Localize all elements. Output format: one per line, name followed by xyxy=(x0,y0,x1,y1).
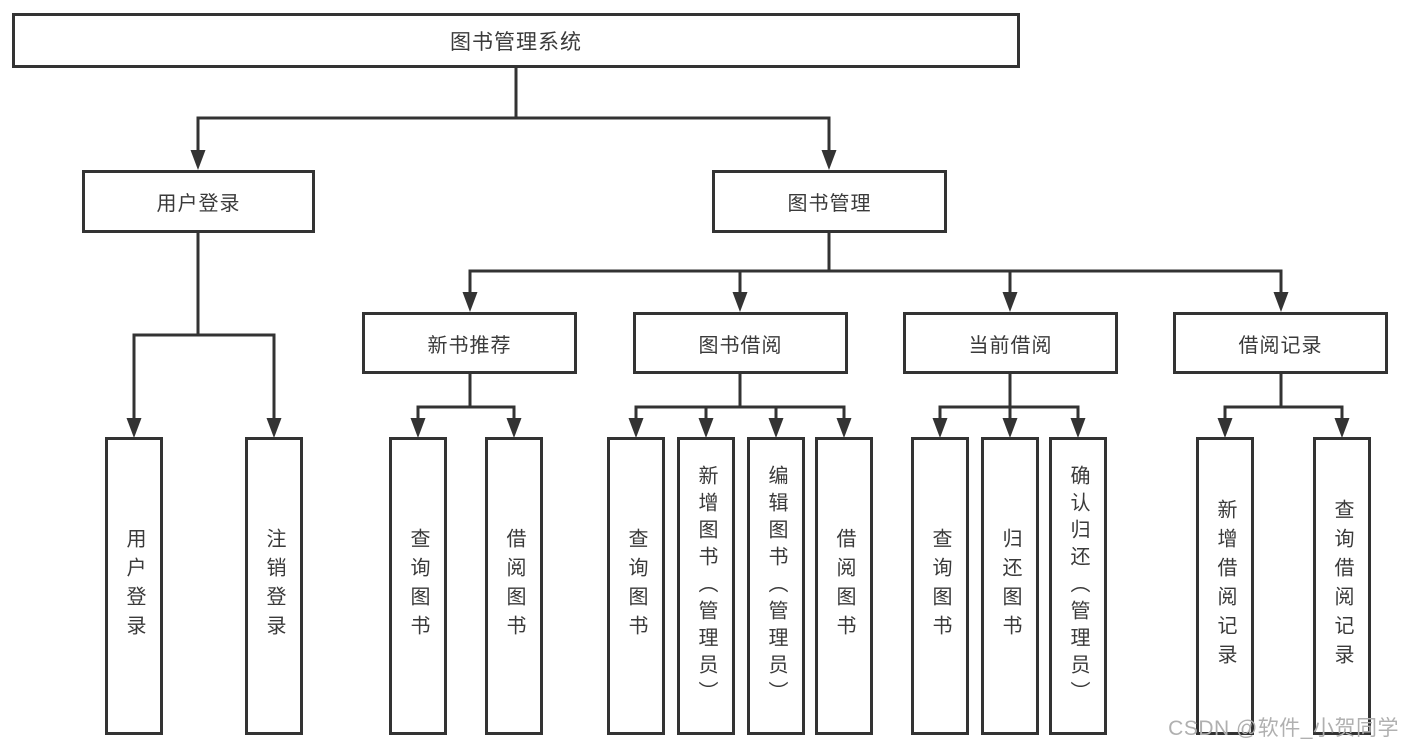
leaf-add-book-admin: 新增图书（管理员） xyxy=(677,437,735,735)
leaf-borrow-book-borrowing: 借阅图书 xyxy=(815,437,873,735)
node-root-system: 图书管理系统 xyxy=(12,13,1020,68)
node-book-management: 图书管理 xyxy=(712,170,947,233)
leaf-query-book-current: 查询图书 xyxy=(911,437,969,735)
arrowhead-icon xyxy=(732,292,748,312)
arrowhead-icon xyxy=(836,418,852,438)
arrowhead-icon xyxy=(266,418,282,438)
arrowhead-icon xyxy=(821,150,837,170)
node-new-book-recommend: 新书推荐 xyxy=(362,312,577,374)
arrowhead-icon xyxy=(410,418,426,438)
connector-root-to-level2 xyxy=(196,66,831,154)
leaf-logout: 注销登录 xyxy=(245,437,303,735)
leaf-edit-book-admin: 编辑图书（管理员） xyxy=(747,437,805,735)
node-user-login: 用户登录 xyxy=(82,170,315,233)
arrowhead-icon xyxy=(1273,292,1289,312)
node-current-borrowing: 当前借阅 xyxy=(903,312,1118,374)
leaf-query-book-borrowing: 查询图书 xyxy=(607,437,665,735)
arrowhead-icon xyxy=(126,418,142,438)
node-book-borrowing: 图书借阅 xyxy=(633,312,848,374)
arrowhead-icon xyxy=(932,418,948,438)
arrowhead-icon xyxy=(462,292,478,312)
connector-user-login-to-leaves xyxy=(132,231,276,422)
csdn-watermark: CSDN @软件_小贺同学 xyxy=(1168,717,1399,740)
leaf-confirm-return-admin: 确认归还（管理员） xyxy=(1049,437,1107,735)
arrowhead-icon xyxy=(1070,418,1086,438)
arrowhead-icon xyxy=(190,150,206,170)
leaf-user-login: 用户登录 xyxy=(105,437,163,735)
connector-book-management-to-level3 xyxy=(468,231,1283,296)
arrowhead-icon xyxy=(1002,418,1018,438)
node-borrow-records: 借阅记录 xyxy=(1173,312,1388,374)
arrowhead-icon xyxy=(506,418,522,438)
leaf-borrow-book-recommend: 借阅图书 xyxy=(485,437,543,735)
arrowhead-icon xyxy=(768,418,784,438)
connector-current-borrowing-to-leaves xyxy=(938,372,1080,422)
leaf-query-borrow-record: 查询借阅记录 xyxy=(1313,437,1371,735)
arrowhead-icon xyxy=(1217,418,1233,438)
connector-book-borrowing-to-leaves xyxy=(634,372,846,422)
arrowhead-icon xyxy=(628,418,644,438)
arrowhead-icon xyxy=(1002,292,1018,312)
leaf-return-book: 归还图书 xyxy=(981,437,1039,735)
arrowhead-icon xyxy=(1334,418,1350,438)
leaf-query-book-recommend: 查询图书 xyxy=(389,437,447,735)
arrowhead-icon xyxy=(698,418,714,438)
connector-new-book-to-leaves xyxy=(416,372,516,422)
leaf-add-borrow-record: 新增借阅记录 xyxy=(1196,437,1254,735)
connector-borrow-records-to-leaves xyxy=(1223,372,1344,422)
arrowheads xyxy=(126,150,1350,438)
